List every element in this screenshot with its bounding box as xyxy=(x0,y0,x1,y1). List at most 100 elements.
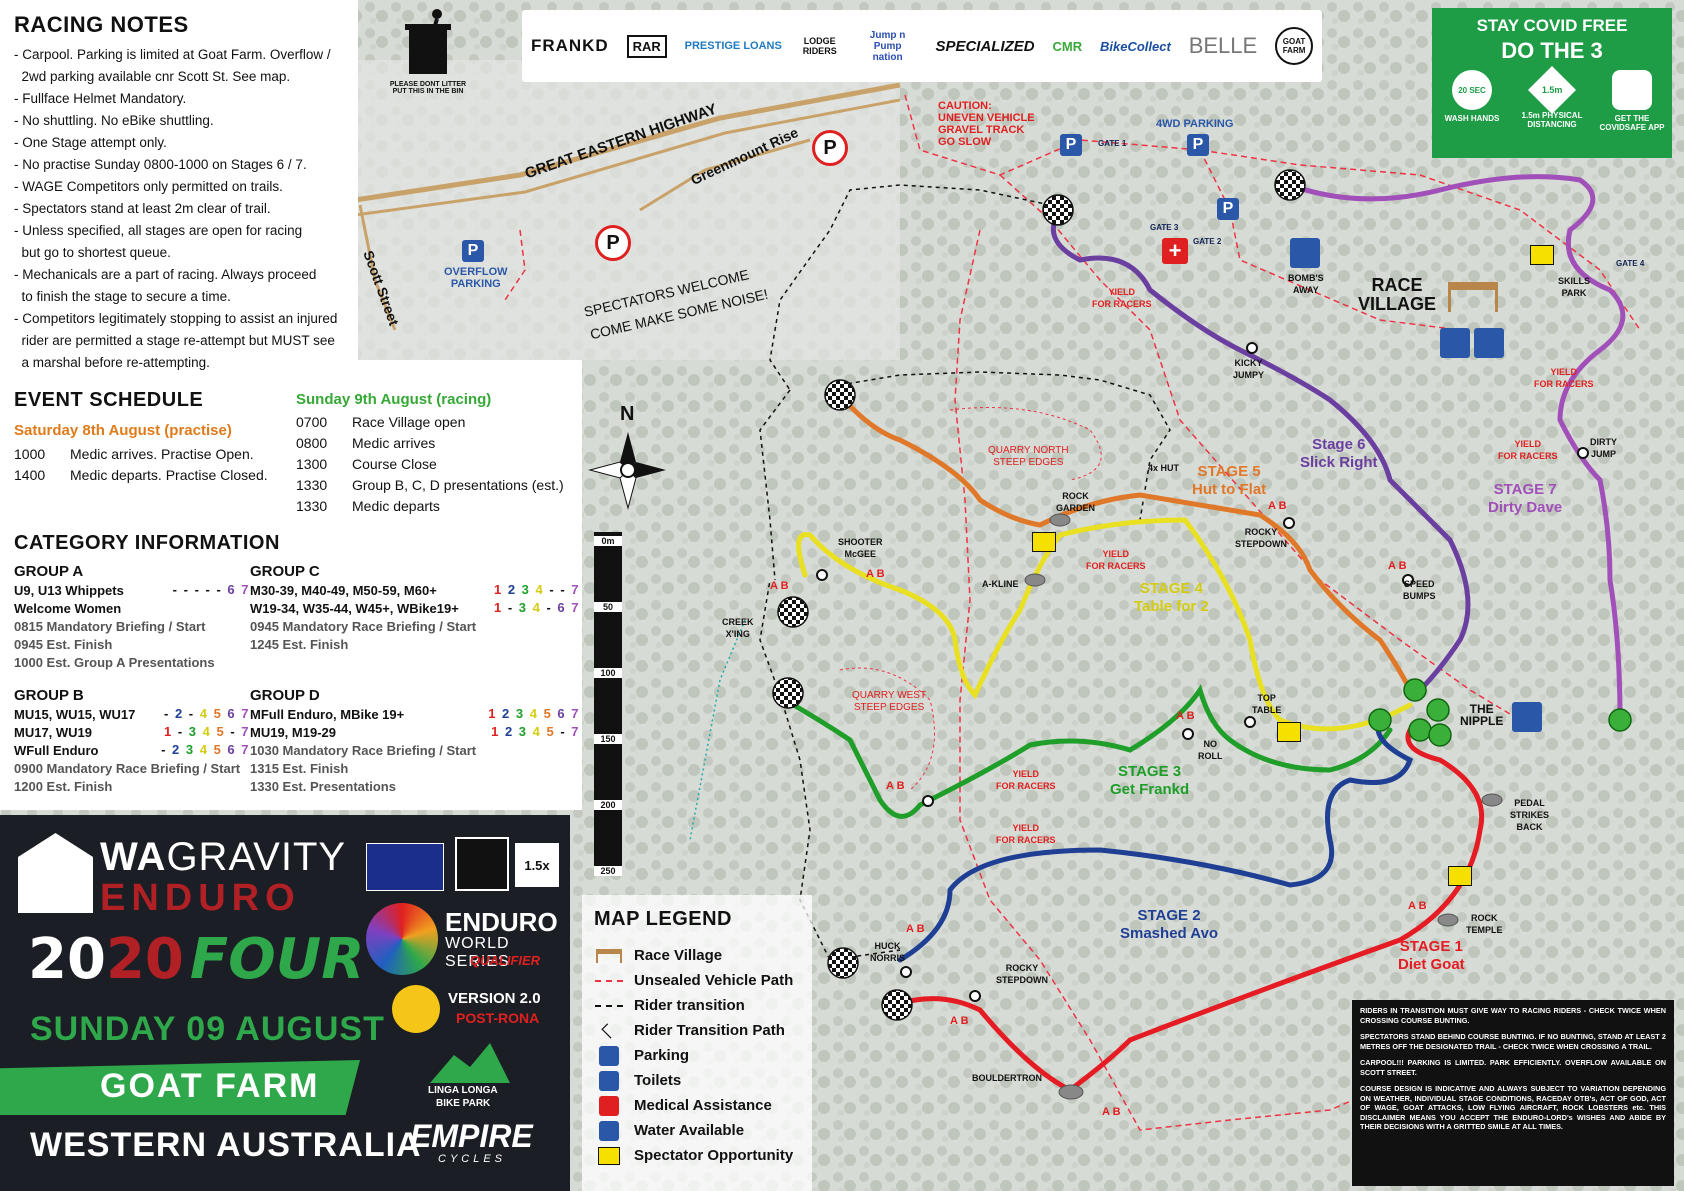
category-digits: 1 - 3 4 - 6 7 xyxy=(494,600,580,618)
category-digit: - xyxy=(560,724,572,739)
covid-item-label: 1.5m PHYSICAL DISTANCING xyxy=(1521,111,1583,129)
racing-note: - Competitors legitimately stopping to a… xyxy=(14,311,338,326)
stage-3-trail xyxy=(782,684,1393,819)
stage-6-trail xyxy=(1050,207,1471,693)
category-digit: - xyxy=(163,706,175,721)
schedule-text: Medic arrives xyxy=(352,435,436,451)
legend-panel xyxy=(582,895,812,1191)
parking-icon: P xyxy=(1217,198,1239,220)
parking-icon: P xyxy=(1187,134,1209,156)
category-line-text: U9, U13 Whippets xyxy=(14,583,124,598)
category-digits: 1 - 3 4 5 - 7 xyxy=(164,724,250,742)
quarry-north xyxy=(949,407,1102,481)
category-digit: 2 xyxy=(507,582,522,597)
category-digit: 5 xyxy=(213,742,228,757)
start-marker-stage-7 xyxy=(1274,169,1306,201)
scale-tick-label: 100 xyxy=(594,668,622,678)
finish-marker xyxy=(1426,698,1450,722)
category-digit: 3 xyxy=(188,724,203,739)
no-parking-icon: P xyxy=(812,130,848,166)
distance-icon: 1.5m xyxy=(1527,65,1577,115)
legend-item: Spectator Opportunity xyxy=(594,1143,793,1168)
toilets-icon xyxy=(1440,328,1470,358)
scale-tick-label: 50 xyxy=(594,602,622,612)
quarry-north-label: QUARRY NORTH STEEP EDGES xyxy=(988,445,1069,468)
legend-label: Rider transition xyxy=(634,997,745,1014)
category-line-text: M30-39, M40-49, M50-59, M60+ xyxy=(250,583,437,598)
category-digit: 5 xyxy=(546,724,561,739)
category-digit: 3 xyxy=(518,600,533,615)
north-compass-icon xyxy=(588,432,666,510)
stage-7-number: STAGE 7 xyxy=(1493,481,1557,498)
legend-item: Rider Transition Path xyxy=(594,1018,793,1043)
linga-hills-icon xyxy=(430,1043,510,1083)
yield-label: YIELD FOR RACERS xyxy=(1498,439,1558,461)
ab-marker: A B xyxy=(1176,710,1195,722)
category-line-text: W19-34, W35-44, W45+, WBike19+ xyxy=(250,601,459,616)
gate-3-label: GATE 3 xyxy=(1150,223,1179,232)
covid-item-label: WASH HANDS xyxy=(1444,114,1500,123)
schedule-panel xyxy=(0,380,582,810)
wa-flag-icon xyxy=(366,843,444,891)
stage-7-name: Dirty Dave xyxy=(1488,499,1563,516)
category-group-name: GROUP C xyxy=(250,563,320,580)
vehicle-path-icon xyxy=(595,979,623,982)
category-digit: - xyxy=(216,582,228,597)
camera-icon xyxy=(1277,722,1301,742)
stage-5-name: Hut to Flat xyxy=(1192,481,1267,498)
category-digit: - xyxy=(188,706,200,721)
feature-dot xyxy=(1402,574,1414,586)
disclaimer-paragraph: CARPOOL!!! PARKING IS LIMITED. PARK EFFI… xyxy=(1360,1058,1666,1077)
racing-notes-title: RACING NOTES xyxy=(14,12,189,37)
schedule-text: Medic departs. Practise Closed. xyxy=(70,467,268,483)
legend-icon-wrap xyxy=(594,1095,624,1116)
poster-gravity: GRAVITY xyxy=(166,835,347,879)
covid-line-1: STAY COVID FREE xyxy=(1476,16,1628,35)
legend-label: Rider Transition Path xyxy=(634,1022,785,1039)
feature-dot xyxy=(1182,728,1194,740)
stage-1-name: Diet Goat xyxy=(1398,956,1465,973)
poster-venue-band xyxy=(0,1060,360,1115)
yield-label: YIELD FOR RACERS xyxy=(1534,367,1594,389)
stage-1-trail xyxy=(892,727,1485,1093)
stage-6-number: Stage 6 xyxy=(1312,436,1366,453)
category-digits: - 2 3 4 5 6 7 xyxy=(161,742,250,760)
stage-3-number: STAGE 3 xyxy=(1118,763,1182,780)
category-digit: 3 xyxy=(185,742,200,757)
akline-label: A-KLINE xyxy=(982,579,1019,589)
category-digit: 5 xyxy=(543,706,558,721)
distance-badge: 1.5m xyxy=(1541,84,1563,95)
yield-label: YIELD FOR RACERS xyxy=(1086,549,1146,571)
yield-label: YIELD FOR RACERS xyxy=(1092,287,1152,309)
category-digit: 5 xyxy=(213,706,228,721)
greenmount-road xyxy=(639,138,811,212)
category-line: MU17, WU19 1 - 3 4 5 - 7 xyxy=(14,724,250,742)
category-line-text: MU17, WU19 xyxy=(14,725,93,740)
category-digit: 4 xyxy=(532,724,547,739)
racing-notes-list: - Carpool. Parking is limited at Goat Fa… xyxy=(14,44,337,374)
racing-note: a marshal before re-attempting. xyxy=(14,355,210,370)
category-time: 1200 Est. Finish xyxy=(14,779,113,794)
legend-icon-wrap xyxy=(594,1120,624,1141)
feature-dot xyxy=(969,990,981,1002)
category-digits: - 2 - 4 5 6 7 xyxy=(164,706,250,724)
category-digit: 7 xyxy=(571,724,580,739)
rock-temple-label: ROCK TEMPLE xyxy=(1466,913,1503,935)
camera-icon xyxy=(1032,532,1056,552)
category-digit: 4 xyxy=(202,724,217,739)
sponsor-frankd: FRANKD xyxy=(530,36,609,55)
bombs-label: BOMB'S AWAY xyxy=(1288,273,1324,295)
camera-icon xyxy=(1448,866,1472,886)
ews-2: WORLD SERIES xyxy=(445,935,510,970)
scale-tick-label: 250 xyxy=(594,866,622,876)
category-digit: 7 xyxy=(241,706,250,721)
rocky-stepdown-2-label: ROCKY STEPDOWN xyxy=(996,963,1049,985)
category-digits: 1 2 3 4 - - 7 xyxy=(494,582,580,600)
poster-four: FOUR xyxy=(189,927,365,992)
